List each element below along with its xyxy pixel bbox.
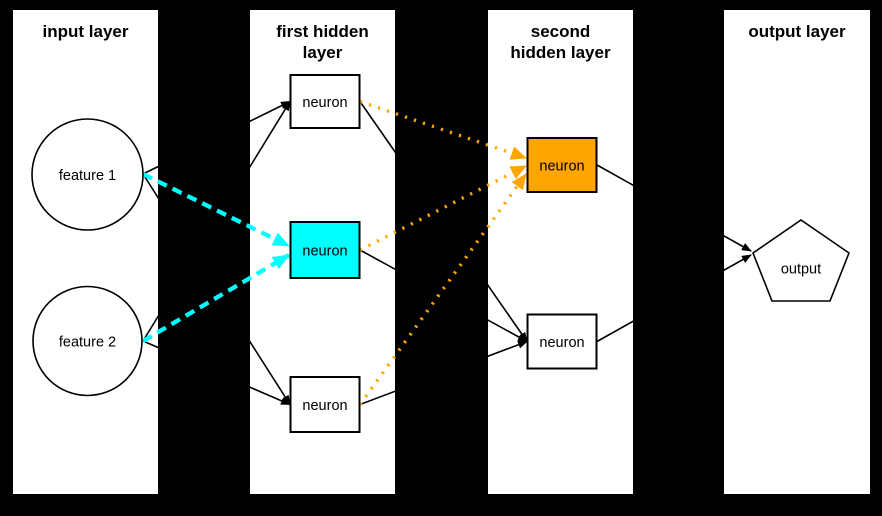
node-hidden1-top-label: neuron — [302, 95, 347, 111]
node-hidden1-middle-label: neuron — [302, 244, 347, 260]
layer-title-output: output layer — [748, 22, 846, 41]
node-feature1-label: feature 1 — [59, 168, 116, 184]
node-hidden2-top-label: neuron — [539, 159, 584, 175]
node-hidden1-bottom-label: neuron — [302, 398, 347, 414]
layer-title-first-hidden-line2: layer — [303, 43, 343, 62]
node-hidden1-middle — [289, 221, 361, 279]
node-output — [752, 219, 850, 302]
layer-title-second-hidden-line1: second — [531, 22, 591, 41]
layer-band-second-hidden — [488, 10, 633, 494]
layer-band-input — [13, 10, 158, 494]
node-hidden2-bottom — [526, 313, 598, 370]
orange-edges — [358, 99, 528, 406]
node-output-label: output — [781, 262, 821, 278]
edge-feature2-hidden1middle-highlight — [141, 253, 291, 343]
edge-hidden1top-hidden2top-highlight — [359, 99, 527, 160]
layer-title-first-hidden-line1: first hidden — [276, 22, 369, 41]
node-feature2-label: feature 2 — [59, 335, 116, 351]
node-hidden1-top — [289, 74, 361, 129]
cyan-edges — [141, 172, 291, 343]
edge-feature1-hidden1middle-highlight — [142, 172, 290, 248]
node-hidden1-bottom — [289, 376, 361, 433]
node-feature1 — [31, 118, 144, 231]
layer-title-input: input layer — [43, 22, 129, 41]
layer-title-second-hidden-line2: hidden layer — [510, 43, 611, 62]
node-feature2 — [32, 285, 143, 397]
node-hidden2-bottom-label: neuron — [539, 335, 584, 351]
node-hidden2-top — [526, 137, 598, 193]
